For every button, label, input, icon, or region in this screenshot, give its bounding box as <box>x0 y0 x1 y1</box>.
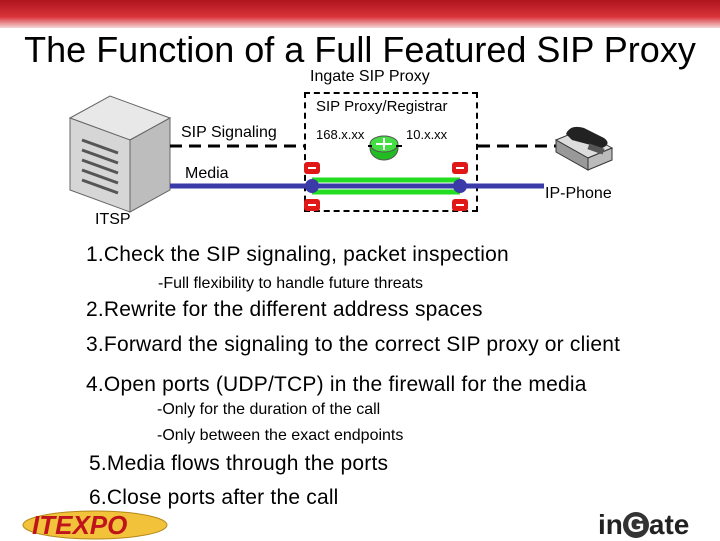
ip-phone-icon <box>554 126 614 171</box>
itsp-label: ITSP <box>95 211 131 228</box>
itexpo-logo: ITEXPO <box>22 510 168 540</box>
ip-phone-label: IP-Phone <box>545 185 612 202</box>
ip-left-label: 168.x.xx <box>316 127 365 142</box>
list-item: 3.Forward the signaling to the correct S… <box>86 333 621 356</box>
list-item: 6.Close ports after the call <box>89 486 339 509</box>
proxy-box <box>304 92 478 212</box>
list-subitem: -Full flexibility to handle future threa… <box>158 275 424 292</box>
sip-signaling-label: SIP Signaling <box>181 124 277 141</box>
list-item: 2.Rewrite for the different address spac… <box>86 298 483 321</box>
port-right <box>452 162 468 211</box>
list-subitem: -Only for the duration of the call <box>157 401 381 418</box>
itexpo-logo-text: ITEXPO <box>32 510 127 540</box>
list-item: 1.Check the SIP signaling, packet inspec… <box>86 243 509 266</box>
ingate-logo-pre: in <box>598 509 623 540</box>
port-left <box>304 162 320 211</box>
server-icon <box>68 95 172 213</box>
ip-right-label: 10.x.xx <box>406 127 448 142</box>
ingate-proxy-label: Ingate SIP Proxy <box>310 68 430 85</box>
registrar-label: SIP Proxy/Registrar <box>316 98 448 115</box>
slide-title: The Function of a Full Featured SIP Prox… <box>24 29 696 70</box>
list-item: 5.Media flows through the ports <box>89 452 389 475</box>
router-icon <box>369 135 399 161</box>
list-subitem: -Only between the exact endpoints <box>157 427 404 444</box>
media-label: Media <box>185 165 229 182</box>
slide-header-bar <box>0 0 720 28</box>
list-item: 4.Open ports (UDP/TCP) in the firewall f… <box>86 373 587 396</box>
ingate-logo-g: G <box>622 512 649 538</box>
ingate-logo-post: ate <box>648 509 690 540</box>
